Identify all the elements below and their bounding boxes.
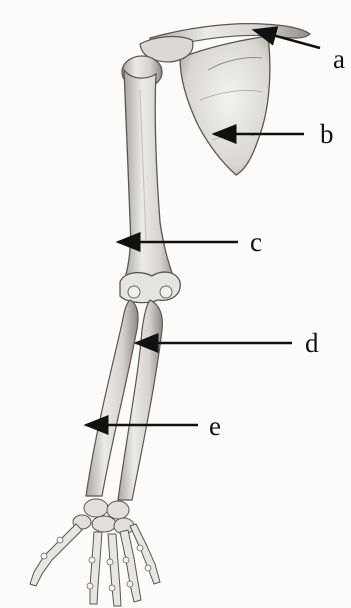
hand-bones	[30, 524, 160, 606]
scapula-bone	[180, 36, 270, 175]
label-a: a	[333, 46, 345, 73]
label-e: e	[209, 413, 221, 440]
label-c: c	[250, 229, 262, 256]
carpal-bones	[73, 499, 134, 534]
elbow-joint	[120, 272, 180, 303]
humerus-bone	[124, 70, 176, 284]
label-d: d	[305, 330, 319, 357]
label-b: b	[320, 121, 334, 148]
